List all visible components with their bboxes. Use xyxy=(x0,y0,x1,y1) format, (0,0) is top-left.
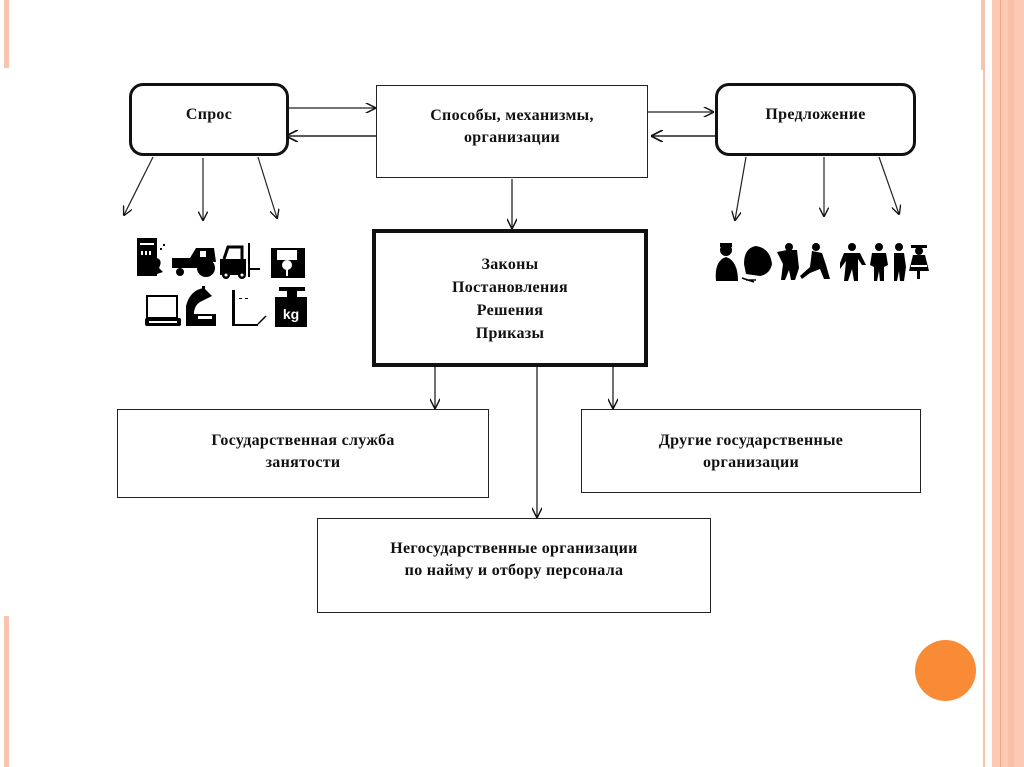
person-silhouette-1-icon xyxy=(715,243,738,281)
person-silhouette-6-icon xyxy=(870,243,888,281)
person-silhouette-2-icon xyxy=(741,246,772,283)
node-non-state-line-2: по найму и отбору персонала xyxy=(404,562,624,579)
decor-stripe-right-1 xyxy=(981,0,985,70)
node-laws-line-1: Законы xyxy=(481,256,539,273)
node-non-state: Негосударственные организации по найму и… xyxy=(317,518,711,613)
node-state-service-line-2: занятости xyxy=(265,454,341,471)
edge-demand-fan-3 xyxy=(257,156,277,218)
tractor-icon xyxy=(172,248,216,277)
node-methods: Способы, механизмы, организации xyxy=(376,85,648,178)
node-other-state-line-2: организации xyxy=(703,454,799,471)
person-silhouette-5-icon xyxy=(840,243,866,281)
person-silhouette-8-icon xyxy=(909,245,929,279)
edge-supply-fan-3 xyxy=(878,156,899,214)
microscope-icon xyxy=(186,286,216,326)
node-supply-label: Предложение xyxy=(765,106,866,123)
node-state-service: Государственная служба занятости xyxy=(117,409,489,498)
orange-circle-decor xyxy=(915,640,976,701)
edge-demand-fan-1 xyxy=(124,156,154,215)
decor-stripe-left-top xyxy=(4,0,9,68)
node-methods-line-2: организации xyxy=(464,129,560,146)
node-demand: Спрос xyxy=(129,83,289,156)
node-laws: Законы Постановления Решения Приказы xyxy=(372,229,648,367)
person-silhouette-7-icon xyxy=(894,243,906,281)
floppy-disk-icon xyxy=(271,248,305,278)
decor-stripe-left-bottom xyxy=(4,616,9,767)
node-laws-line-3: Решения xyxy=(476,302,544,319)
node-demand-label: Спрос xyxy=(185,106,233,123)
node-laws-line-2: Постановления xyxy=(452,279,568,296)
fuel-pump-icon xyxy=(137,238,165,276)
node-other-state-line-1: Другие государственные xyxy=(658,432,844,449)
drafting-icon xyxy=(232,290,267,326)
laptop-icon xyxy=(145,295,181,326)
kg-weight-icon: kg xyxy=(275,287,307,327)
edge-supply-fan-1 xyxy=(735,156,747,220)
decor-stripe-right-inner xyxy=(1008,0,1014,767)
decor-stripe-right-2 xyxy=(983,70,985,767)
node-non-state-line-1: Негосударственные организации xyxy=(390,540,638,557)
forklift-icon xyxy=(220,243,260,279)
decor-stripe-right-line xyxy=(1000,0,1001,767)
node-laws-line-4: Приказы xyxy=(475,325,545,342)
node-supply: Предложение xyxy=(715,83,916,156)
svg-text:kg: kg xyxy=(283,306,299,322)
person-silhouette-3-icon xyxy=(777,243,799,280)
node-methods-line-1: Способы, механизмы, xyxy=(430,107,594,124)
node-other-state: Другие государственные организации xyxy=(581,409,921,493)
person-silhouette-4-icon xyxy=(800,243,830,279)
node-state-service-line-1: Государственная служба xyxy=(211,432,395,449)
